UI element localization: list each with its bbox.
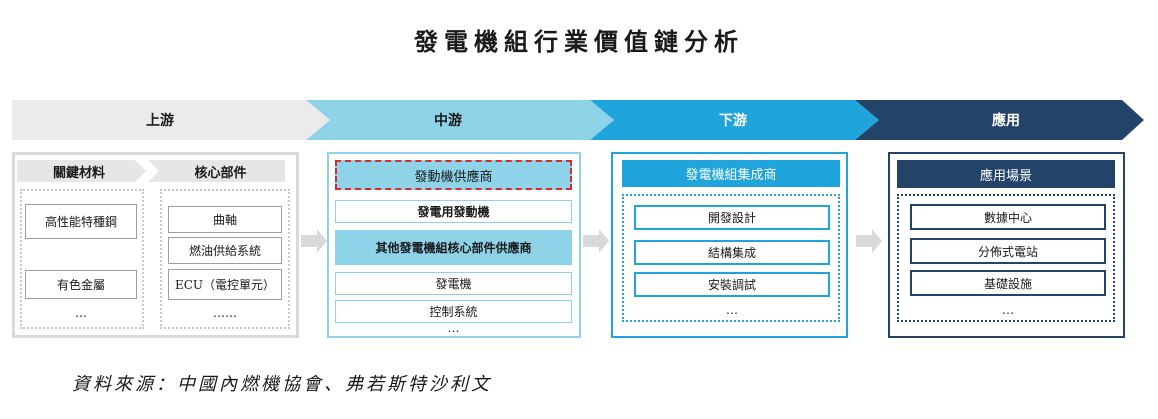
stage-arrow-upstream: [12, 100, 330, 140]
application-item: 數據中心: [910, 204, 1106, 230]
material-item: 高性能特種鋼: [25, 204, 137, 239]
downstream-ellipsis: …: [726, 303, 738, 317]
materials-group: [20, 189, 144, 329]
component-item: 燃油供給系統: [168, 237, 282, 264]
stage-label-midstream: 中游: [434, 112, 462, 129]
component-item: 曲軸: [168, 206, 282, 233]
downstream-item: 安裝調試: [634, 272, 830, 297]
midstream-header: 發動機供應商: [335, 160, 572, 190]
application-header: 應用場景: [897, 160, 1115, 188]
downstream-header: 發電機組集成商: [622, 160, 840, 187]
application-ellipsis: …: [1002, 303, 1014, 317]
application-panel: [888, 152, 1125, 338]
stage-arrow-downstream: [590, 100, 879, 140]
component-ellipsis: ……: [213, 306, 237, 320]
downstream-item: 結構集成: [634, 240, 830, 265]
midstream-item: 控制系統: [335, 300, 572, 323]
subheader-materials: 關鍵材料: [52, 165, 105, 181]
midstream-item-highlight: 其他發電機組核心部件供應商: [335, 230, 572, 265]
downstream-group: [622, 194, 840, 322]
subheader-components: 核心部件: [194, 165, 247, 181]
material-ellipsis: …: [75, 306, 87, 320]
application-item: 分佈式電站: [910, 238, 1106, 264]
stage-label-upstream: 上游: [146, 112, 174, 129]
stage-label-downstream: 下游: [719, 112, 747, 129]
stage-arrow-midstream: [306, 100, 614, 140]
subheader-chevron-materials: [17, 160, 146, 182]
stage-arrow-application: [855, 100, 1144, 140]
source-note: 資料來源：中國內燃機協會、弗若斯特沙利文: [72, 374, 492, 395]
subheader-chevron-components: [148, 160, 285, 182]
stage-label-application: 應用: [992, 112, 1020, 129]
midstream-item: 發電機: [335, 272, 572, 295]
midstream-panel: [327, 152, 581, 338]
page-title: 發電機組行業價值鏈分析: [414, 28, 744, 56]
application-group: [897, 194, 1115, 322]
flow-arrow-1: [301, 229, 327, 253]
downstream-item: 開發設計: [634, 205, 830, 230]
material-item: 有色金屬: [25, 270, 137, 299]
application-item: 基礎設施: [910, 270, 1106, 296]
component-item: ECU（電控單元）: [168, 269, 282, 300]
midstream-ellipsis: …: [447, 321, 460, 335]
components-group: [160, 189, 290, 329]
flow-arrow-3: [856, 229, 882, 253]
upstream-panel: [12, 152, 299, 338]
flow-arrow-2: [583, 229, 609, 253]
midstream-item: 發電用發動機: [335, 200, 572, 223]
downstream-panel: [611, 152, 848, 338]
